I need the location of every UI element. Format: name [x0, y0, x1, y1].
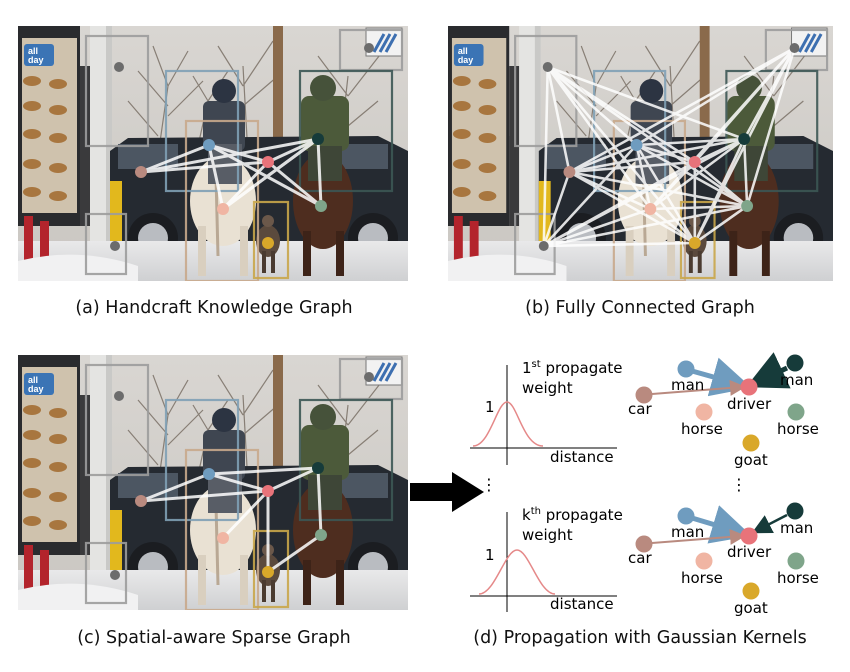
right-arrow-icon — [410, 472, 484, 512]
x-label-1: distance — [550, 448, 614, 466]
gaussian-plot-k: 1 distance kth propagate weight — [470, 506, 623, 613]
svg-text:horse: horse — [681, 420, 723, 438]
caption-d: (d) Propagation with Gaussian Kernels — [473, 628, 807, 648]
graph-edges-b — [542, 46, 796, 248]
svg-text:man: man — [780, 371, 813, 389]
ellipsis-left: ⋮ — [481, 475, 497, 494]
graph-edges-a — [140, 137, 323, 211]
gaussian-plot-1: 1 distance 1st propagate weight — [470, 359, 623, 466]
y-tick-1: 1 — [485, 398, 495, 416]
node-graph-1: man man car driver horse horse goat — [628, 352, 819, 469]
graph-nodes-a — [110, 43, 374, 251]
caption-b: (b) Fully Connected Graph — [525, 298, 755, 318]
photo-c — [18, 355, 408, 610]
photo-a — [18, 26, 408, 281]
svg-text:goat: goat — [734, 451, 768, 469]
node-graph-k: man man car driver horse horse goat — [628, 502, 819, 617]
svg-text:man: man — [671, 376, 704, 394]
svg-text:man: man — [780, 519, 813, 537]
svg-text:horse: horse — [777, 569, 819, 587]
svg-text:driver: driver — [727, 543, 772, 561]
plot-title-1: 1st propagate — [522, 359, 623, 377]
svg-text:car: car — [628, 400, 652, 418]
graph-edges-c — [140, 466, 323, 574]
plot-title-k: kth propagate — [522, 506, 623, 524]
caption-c: (c) Spatial-aware Sparse Graph — [77, 628, 351, 648]
svg-text:man: man — [671, 523, 704, 541]
svg-text:horse: horse — [777, 420, 819, 438]
svg-text:driver: driver — [727, 395, 772, 413]
ellipsis-right: ⋮ — [731, 475, 747, 494]
svg-text:goat: goat — [734, 599, 768, 617]
y-tick-k: 1 — [485, 546, 495, 564]
x-label-k: distance — [550, 595, 614, 613]
photo-b — [448, 26, 833, 281]
propagation-diagram: 1 distance 1st propagate weight man man … — [470, 352, 819, 617]
gaussian-curve-1 — [472, 401, 544, 447]
svg-text:car: car — [628, 549, 652, 567]
gaussian-curve-k — [478, 549, 556, 595]
graph-nodes-c — [110, 372, 374, 580]
plot-title-1-line2: weight — [522, 379, 573, 397]
caption-a: (a) Handcraft Knowledge Graph — [75, 298, 353, 318]
graph-nodes-b — [538, 43, 800, 251]
svg-text:horse: horse — [681, 569, 723, 587]
plot-title-k-line2: weight — [522, 526, 573, 544]
